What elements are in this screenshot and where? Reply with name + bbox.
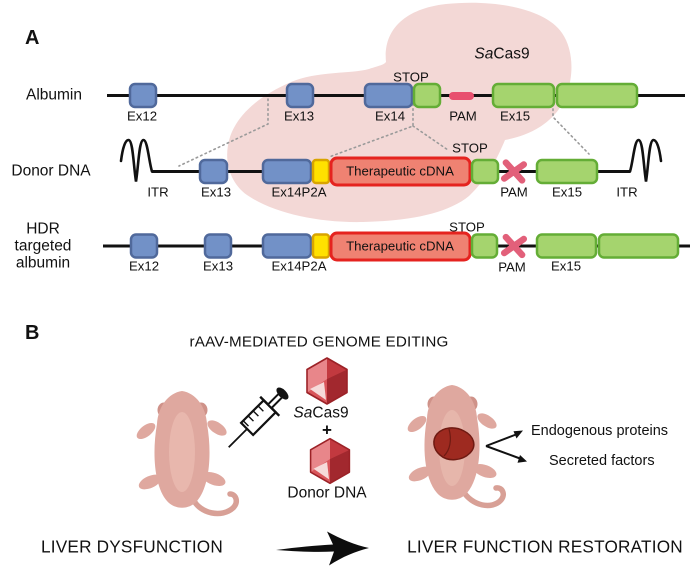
mouse-left-highlight bbox=[169, 412, 195, 492]
albumin-row-exons bbox=[128, 82, 639, 109]
donor-ex13-box bbox=[198, 158, 229, 185]
albumin-ex12-label: Ex12 bbox=[126, 108, 158, 124]
mouse-right-paw bbox=[473, 464, 497, 478]
virus-cas9-species-prefix: Sa bbox=[293, 404, 313, 422]
albumin-ex13-box bbox=[285, 82, 315, 109]
hdr-ex12-box bbox=[129, 233, 159, 259]
donor-cdna-label: Therapeutic cDNA bbox=[346, 163, 454, 179]
albumin-ex14-label: Ex14 bbox=[374, 108, 406, 124]
donor-ex14p2a-label: Ex14P2A bbox=[271, 184, 327, 200]
panel-b-title: rAAV-MEDIATED GENOME EDITING bbox=[189, 333, 449, 351]
cas9-name: Cas9 bbox=[493, 45, 530, 63]
donor-stop-box bbox=[470, 158, 500, 185]
hdr-row-label-line3: albumin bbox=[15, 254, 71, 272]
transition-arrow bbox=[276, 531, 369, 566]
hdr-row-label-line1: HDR bbox=[26, 220, 60, 238]
mouse-left-paw bbox=[138, 474, 162, 490]
donor-cdna-box bbox=[329, 156, 472, 187]
hdr-ex14-box bbox=[261, 233, 313, 259]
albumin-row-label: Albumin bbox=[26, 86, 82, 104]
panel-b-label: B bbox=[25, 322, 40, 344]
mouse-right-tail bbox=[460, 485, 506, 509]
virus-cas9-label: SaCas9 bbox=[293, 405, 348, 421]
liver-function-restoration-caption: LIVER FUNCTION RESTORATION bbox=[407, 536, 683, 557]
hdr-cdna-label: Therapeutic cDNA bbox=[346, 238, 454, 254]
hdr-ex15-label: Ex15 bbox=[550, 258, 582, 274]
albumin-pam-label: PAM bbox=[449, 108, 477, 124]
virus-donor-label: Donor DNA bbox=[287, 484, 367, 502]
itr-left-hairpin bbox=[119, 138, 154, 182]
mouse-left-paw bbox=[207, 420, 227, 436]
mouse-right-paw bbox=[407, 415, 427, 433]
cas9-blob-label: SaCas9 bbox=[474, 46, 529, 62]
hdr-ex13-box bbox=[203, 233, 233, 259]
hdr-stop-label: STOP bbox=[449, 219, 485, 235]
mouse-right-image bbox=[407, 385, 506, 509]
donor-ex15-label: Ex15 bbox=[551, 184, 583, 200]
mouse-left-paw bbox=[136, 422, 156, 440]
hdr-ex14p2a-label: Ex14P2A bbox=[271, 258, 327, 274]
mouse-left-tail bbox=[190, 491, 239, 517]
hdr-row-exons bbox=[129, 231, 680, 262]
hdr-ex15-box-1 bbox=[535, 233, 598, 259]
hdr-pam-cross-icon bbox=[500, 233, 528, 259]
aav-capsid-donor-icon bbox=[309, 437, 351, 485]
cas9-species-prefix: Sa bbox=[474, 45, 494, 63]
donor-ex14-box bbox=[261, 158, 313, 185]
mouse-left-image bbox=[136, 391, 239, 517]
donor-ex15-box bbox=[535, 158, 599, 185]
donor-pam-cross-icon bbox=[500, 159, 528, 184]
donor-itr-left-label: ITR bbox=[147, 184, 169, 200]
albumin-ex15-box-1 bbox=[491, 82, 556, 109]
plus-sign: + bbox=[322, 420, 332, 440]
albumin-stop-box bbox=[412, 82, 442, 109]
donor-itr-right-label: ITR bbox=[616, 184, 638, 200]
virus-cas9-name: Cas9 bbox=[312, 404, 349, 422]
hdr-ex13-label: Ex13 bbox=[202, 258, 234, 274]
albumin-ex15-label: Ex15 bbox=[499, 108, 531, 124]
liver-shape bbox=[433, 427, 475, 461]
hdr-ex15-box-2 bbox=[597, 233, 680, 259]
albumin-ex13-label: Ex13 bbox=[283, 108, 315, 124]
donor-ex13-label: Ex13 bbox=[200, 184, 232, 200]
donor-p2a-box bbox=[311, 158, 331, 185]
donor-row-label: Donor DNA bbox=[11, 162, 91, 180]
albumin-ex15-box-2 bbox=[555, 82, 639, 109]
hdr-p2a-box bbox=[311, 233, 331, 259]
output-arrows bbox=[485, 430, 527, 463]
liver-dysfunction-caption: LIVER DYSFUNCTION bbox=[41, 536, 223, 557]
secreted-factors-label: Secreted factors bbox=[549, 452, 655, 469]
syringe-icon bbox=[228, 387, 289, 448]
donor-stop-label: STOP bbox=[452, 140, 488, 156]
albumin-stop-label: STOP bbox=[393, 69, 429, 85]
albumin-ex14-box bbox=[363, 82, 414, 109]
aav-capsid-cas9-icon bbox=[306, 357, 348, 405]
hdr-cdna-box bbox=[329, 231, 472, 262]
mouse-right-paw bbox=[408, 466, 432, 482]
mouse-right-paw bbox=[477, 413, 497, 429]
albumin-ex12-box bbox=[128, 82, 158, 109]
hdr-stop-box bbox=[470, 233, 499, 259]
donor-pam-label: PAM bbox=[500, 184, 528, 200]
endogenous-proteins-label: Endogenous proteins bbox=[531, 422, 669, 439]
panel-a-label: A bbox=[25, 27, 40, 49]
donor-row-exons bbox=[198, 156, 599, 187]
mouse-left-paw bbox=[202, 472, 226, 486]
itr-right-hairpin bbox=[628, 138, 663, 182]
albumin-pam-site bbox=[449, 92, 474, 100]
hdr-pam-label: PAM bbox=[498, 259, 526, 275]
hdr-ex12-label: Ex12 bbox=[128, 258, 160, 274]
dotted-connectors bbox=[178, 98, 590, 167]
liver-lobe-line bbox=[443, 428, 451, 457]
hdr-row-label-line2: targeted bbox=[14, 237, 72, 255]
